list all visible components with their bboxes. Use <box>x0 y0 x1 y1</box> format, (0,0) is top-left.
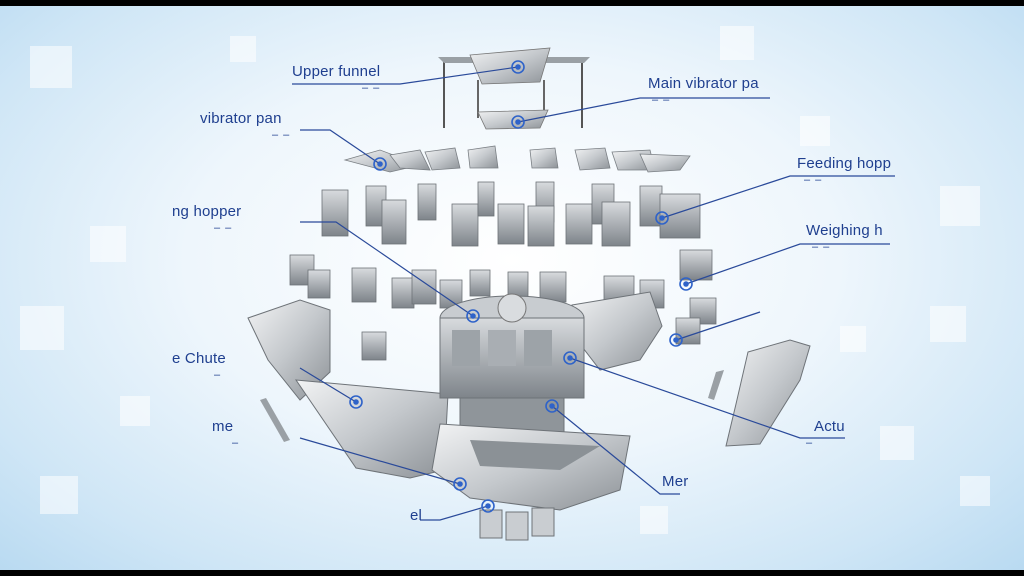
label-frame: me <box>212 418 234 435</box>
label-weighing-hopper: Weighing h <box>806 222 883 239</box>
bg-square <box>840 326 866 352</box>
video-frame: Upper funnel – – Main vibrator pa – – vi… <box>0 6 1024 570</box>
label-underline: – – <box>272 129 291 141</box>
label-actuator: Actu <box>814 418 845 435</box>
label-main-vibrator-pan: Main vibrator pa <box>648 75 759 92</box>
bg-square <box>20 306 64 350</box>
label-underline: – <box>232 437 240 449</box>
feeding-hoppers <box>321 181 701 247</box>
leader-lines <box>292 66 895 521</box>
label-underline: – – <box>214 222 233 234</box>
label-upper-funnel: Upper funnel <box>292 63 381 80</box>
label-underline: – <box>806 437 814 449</box>
label-underline: – <box>214 369 222 381</box>
bg-square <box>880 426 914 460</box>
label-underline: – – <box>652 94 671 106</box>
discharge-chute-left <box>247 299 449 479</box>
bg-square <box>720 26 754 60</box>
bg-square <box>40 476 78 514</box>
label-underline: – – <box>362 82 381 94</box>
central-body <box>439 293 585 435</box>
bg-square <box>940 186 980 226</box>
label-underline: – – <box>804 174 823 186</box>
bg-square <box>800 116 830 146</box>
bg-square <box>30 46 72 88</box>
label-discharge-chute: e Chute <box>172 350 226 367</box>
linear-vibrator-pans <box>343 145 691 173</box>
bg-square <box>230 36 256 62</box>
label-memory-hopper: Mer <box>662 473 689 490</box>
label-panel: el <box>410 507 423 524</box>
base-frame <box>431 423 631 541</box>
bg-square <box>930 306 966 342</box>
label-underline: – – <box>812 241 831 253</box>
label-feeding-hopper-right: Feeding hopp <box>797 155 892 172</box>
bg-square <box>90 226 126 262</box>
bg-square <box>120 396 150 426</box>
bg-square <box>960 476 990 506</box>
label-linear-vibrator-pan: vibrator pan <box>200 110 282 127</box>
multihead-weigher-exploded-illustration <box>247 47 895 541</box>
discharge-chute-right <box>571 291 663 371</box>
part-markers <box>349 60 693 513</box>
weighing-hoppers <box>289 249 717 361</box>
bg-square <box>640 506 668 534</box>
label-feeding-hopper-left: ng hopper <box>172 203 242 220</box>
